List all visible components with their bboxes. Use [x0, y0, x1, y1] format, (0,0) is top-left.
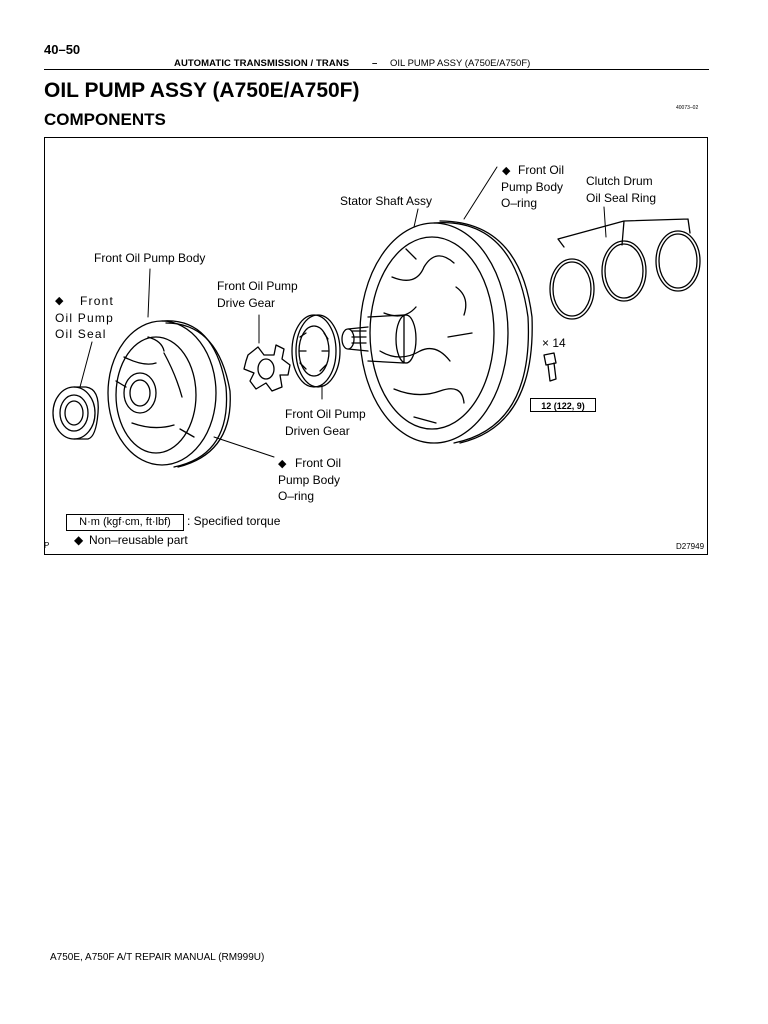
pump-body-drawing — [107, 320, 231, 468]
legend-torque-text: : Specified torque — [187, 514, 281, 528]
leader-lines — [79, 166, 607, 458]
header-separator: – — [372, 58, 378, 69]
section-subtitle: COMPONENTS — [44, 110, 166, 129]
diamond-icon: ◆ — [278, 458, 287, 470]
page-number: 40–50 — [44, 42, 81, 57]
header-rule — [44, 69, 709, 70]
label-bolt-qty: × 14 — [542, 336, 566, 350]
header-topic: OIL PUMP ASSY (A750E/A750F) — [390, 58, 531, 69]
bolt-drawing — [543, 352, 557, 382]
label-drive-gear: Front Oil Pump Drive Gear — [217, 279, 298, 310]
legend-torque-box: N·m (kgf·cm, ft·lbf) — [66, 514, 184, 531]
torque-value-box: 12 (122, 9) — [530, 398, 596, 412]
seal-rings-drawing — [549, 218, 701, 320]
diamond-icon: ◆ — [55, 295, 64, 307]
label-clutch-ring: Clutch Drum Oil Seal Ring — [586, 174, 657, 205]
label-oil-seal: Front Oil Pump Oil Seal — [55, 294, 115, 341]
corner-mark: P — [44, 541, 50, 550]
label-oring-upper: Front Oil Pump Body O–ring — [501, 163, 565, 210]
label-stator-shaft: Stator Shaft Assy — [340, 194, 433, 208]
diamond-icon: ◆ — [502, 165, 511, 177]
drive-gear-drawing — [243, 344, 291, 392]
label-pump-body: Front Oil Pump Body — [94, 251, 206, 265]
label-oring-lower: Front Oil Pump Body O–ring — [278, 456, 342, 503]
page-title: OIL PUMP ASSY (A750E/A750F) — [44, 79, 360, 102]
components-diagram — [52, 166, 701, 468]
label-driven-gear: Front Oil Pump Driven Gear — [285, 407, 366, 438]
legend-nonreusable-text: Non–reusable part — [89, 533, 188, 547]
reference-code: 40073–02 — [676, 105, 699, 111]
stator-shaft-drawing — [341, 220, 533, 444]
diamond-icon: ◆ — [74, 533, 84, 547]
driven-gear-drawing — [291, 314, 341, 388]
footer-manual-title: A750E, A750F A/T REPAIR MANUAL (RM999U) — [50, 952, 265, 963]
oil-seal-drawing — [52, 386, 99, 440]
diagram-frame — [44, 137, 708, 555]
figure-code: D27949 — [676, 542, 705, 551]
header-section: AUTOMATIC TRANSMISSION / TRANS — [174, 58, 350, 69]
